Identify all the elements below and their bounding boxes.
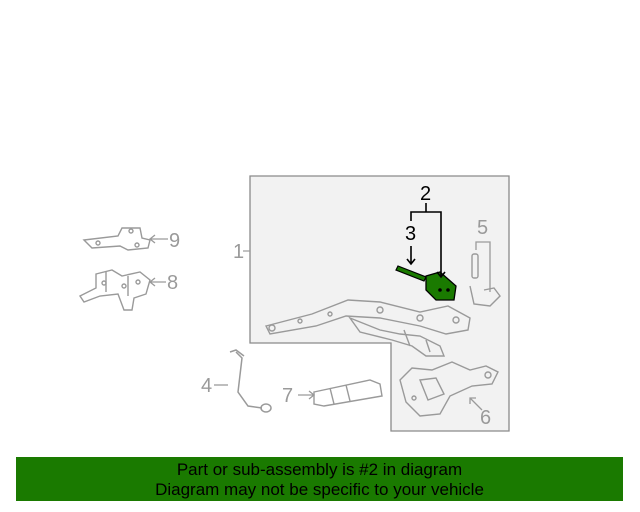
part-7-strut[interactable] [313, 379, 383, 407]
part-6-hinge[interactable] [399, 361, 499, 417]
part-3-pin[interactable] [395, 265, 427, 282]
callout-3[interactable]: 3 [405, 223, 416, 245]
callout-2[interactable]: 2 [420, 183, 431, 205]
part-8-bracket[interactable] [78, 269, 151, 311]
info-banner: Part or sub-assembly is #2 in diagram Di… [16, 457, 623, 501]
banner-line-1: Part or sub-assembly is #2 in diagram [176, 460, 463, 479]
callout-6-arrow [469, 397, 483, 411]
callout-1[interactable]: 1 [233, 241, 244, 263]
callout-2-arrowhead [436, 271, 446, 279]
callout-5-bracket [475, 241, 491, 292]
part-5-link[interactable] [469, 253, 501, 307]
callout-9-arrow [148, 234, 168, 244]
banner-line-2: Diagram may not be specific to your vehi… [155, 480, 484, 499]
callout-8[interactable]: 8 [167, 272, 178, 294]
callout-4[interactable]: 4 [201, 375, 212, 397]
callout-5[interactable]: 5 [477, 217, 488, 239]
callout-8-arrow [148, 277, 166, 287]
linkage-arm-assembly [264, 299, 471, 357]
part-4-rod[interactable] [229, 349, 272, 413]
part-9-bracket[interactable] [82, 227, 151, 251]
callout-7[interactable]: 7 [282, 385, 293, 407]
callout-9[interactable]: 9 [169, 230, 180, 252]
callout-7-arrow [298, 390, 316, 400]
parts-diagram: 1 9 8 4 7 5 [78, 175, 510, 432]
assembly-panel [249, 175, 510, 432]
part-2-bracket[interactable] [425, 271, 457, 301]
callout-6[interactable]: 6 [480, 407, 491, 429]
callout-3-arrow [406, 246, 416, 266]
